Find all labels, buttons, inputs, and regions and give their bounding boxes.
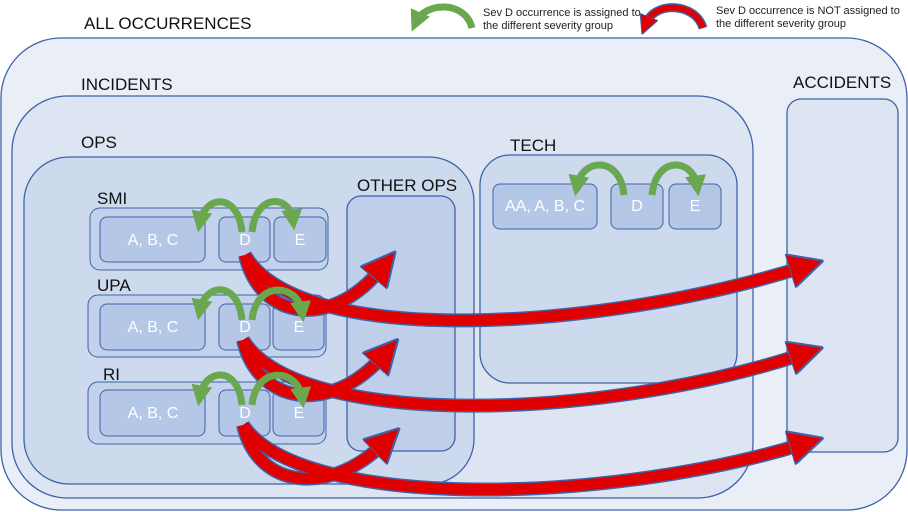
red-arrow-ri-to-accidents [238,421,800,496]
ops-label: OPS [81,133,117,152]
green-arrow-ri-right [248,371,312,409]
legend-green-line1: Sev D occurrence is assigned to [483,7,641,19]
upa-label: UPA [97,276,131,295]
accidents-label: ACCIDENTS [793,73,891,92]
title: ALL OCCURRENCES [84,14,252,33]
legend-green-line2: the different severity group [483,20,613,32]
upa-d-label: D [239,319,251,336]
smi-abc-label: A, B, C [128,232,179,249]
green-arrow-upa-left [191,286,246,321]
tech-d[interactable] [610,183,664,230]
upa-abc[interactable] [99,303,206,351]
ri-label: RI [103,365,120,384]
tech-aaabc-label: AA, A, B, C [505,198,585,215]
ri-d-label: D [239,405,251,422]
red-curved-arrow-icon [647,4,706,28]
smi-d-label: D [239,232,251,249]
green-curved-arrow-icon [410,3,476,32]
legend: Sev D occurrence is assigned to the diff… [410,3,900,32]
green-arrow-tech-right [648,161,706,197]
legend-red-line1: Sev D occurrence is NOT assigned to [716,5,900,17]
ri-e-label: E [294,405,305,422]
accidents-box [786,98,899,453]
red-arrow-ri-to-other-ops [237,423,382,485]
upa-e-label: E [294,319,305,336]
smi-e-label: E [295,232,306,249]
green-arrow-upa-right [248,286,311,323]
tech-e-label: E [690,198,701,215]
other-ops-label: OTHER OPS [357,176,457,195]
green-arrows [191,161,706,409]
green-arrow-smi-left [191,198,246,233]
ri-abc[interactable] [99,389,206,437]
tech-label: TECH [510,136,556,155]
upa-abc-label: A, B, C [128,319,179,336]
green-arrow-smi-right [248,198,303,233]
ri-abc-label: A, B, C [128,405,179,422]
smi-abc[interactable] [99,216,206,263]
incidents-label: INCIDENTS [81,75,173,94]
green-arrow-ri-left [191,371,246,407]
smi-label: SMI [97,189,127,208]
legend-red-line2: the different severity group [716,18,846,30]
tech-d-label: D [631,198,643,215]
green-arrow-tech-left [568,161,628,197]
